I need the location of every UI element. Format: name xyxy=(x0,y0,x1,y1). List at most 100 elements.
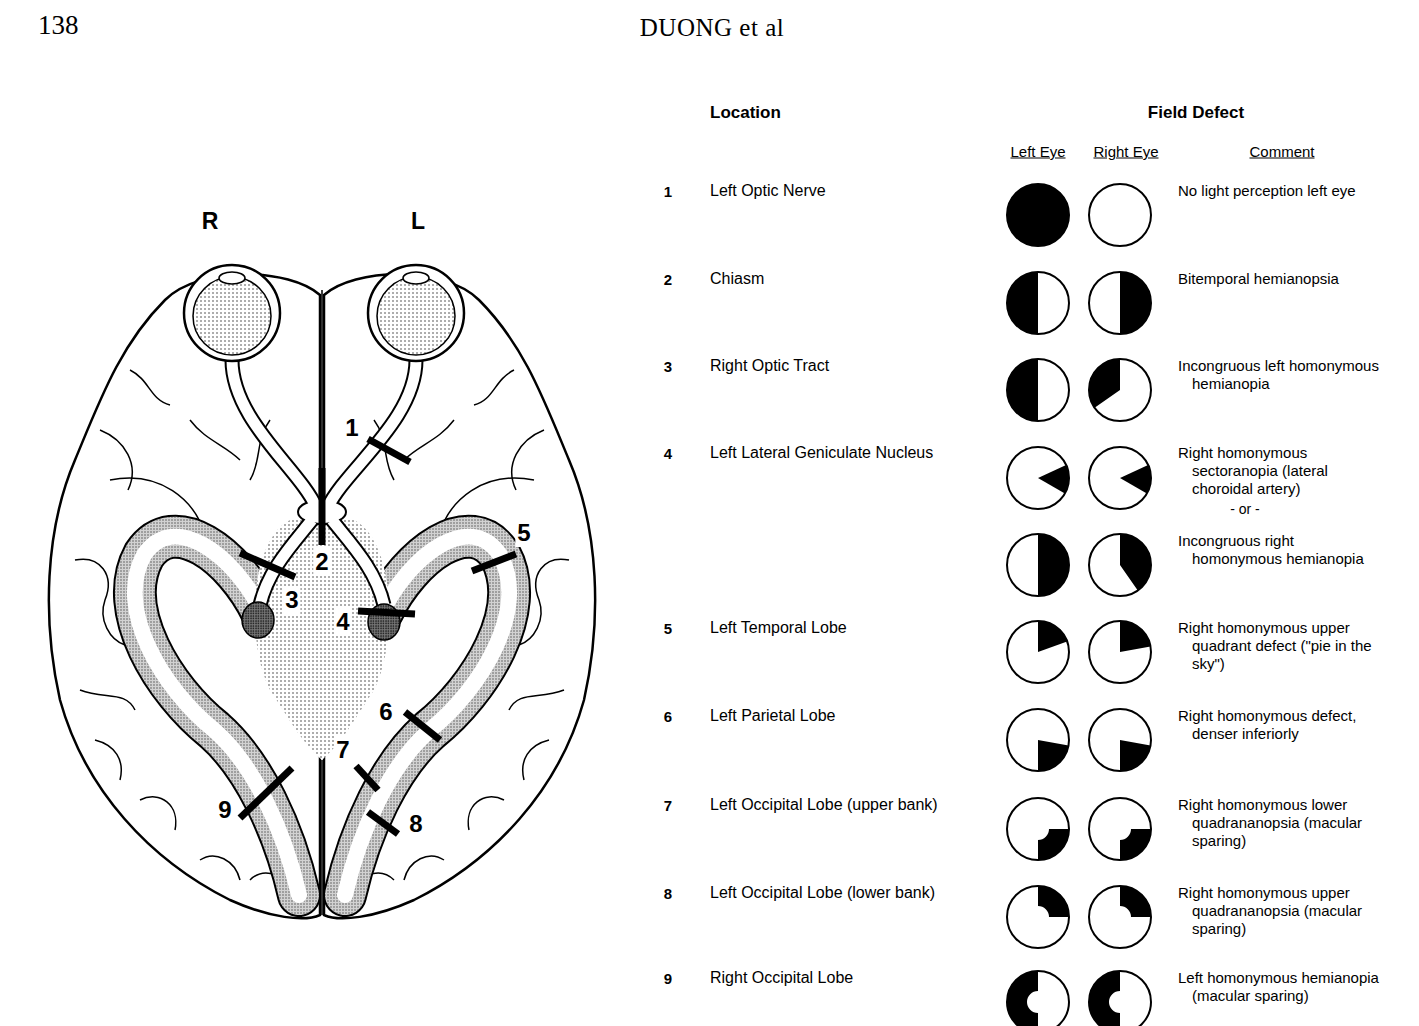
field-ground xyxy=(1089,798,1151,860)
field-ground xyxy=(1007,886,1069,948)
page-number: 138 xyxy=(38,10,79,41)
field-defect xyxy=(1120,465,1151,494)
lesion-bar xyxy=(368,439,410,462)
visual-field xyxy=(1007,798,1069,860)
field-defect xyxy=(1089,359,1120,408)
eye-lens xyxy=(403,272,429,284)
gyrus-line xyxy=(404,420,454,460)
lesion-bar xyxy=(240,768,292,818)
field-ground xyxy=(1007,534,1069,596)
field-outline xyxy=(1007,272,1069,334)
field-ground xyxy=(1007,272,1069,334)
lesion-bar xyxy=(319,468,326,545)
optic-pathway-outline xyxy=(232,360,316,507)
field-ground xyxy=(1089,359,1151,421)
defect-comment: Right homonymous upper quadrant defect (… xyxy=(1178,619,1382,673)
lesion-location: Left Optic Nerve xyxy=(710,181,826,201)
row-number: 3 xyxy=(664,358,672,375)
field-outline xyxy=(1089,798,1151,860)
field-outline xyxy=(1007,447,1069,509)
field-ground xyxy=(1007,971,1069,1026)
optic-pathway-outline xyxy=(328,360,416,507)
visual-field xyxy=(1007,621,1069,683)
defect-comment: Bitemporal hemianopsia xyxy=(1178,270,1382,288)
visual-field xyxy=(1089,447,1151,509)
gyrus-line xyxy=(140,797,176,830)
row-number: 4 xyxy=(664,445,672,462)
lesion-bar xyxy=(368,812,398,834)
gyrus-line xyxy=(509,690,564,710)
gyrus-line xyxy=(523,740,549,780)
row-number: 6 xyxy=(664,708,672,725)
gyrus-line xyxy=(404,856,444,880)
gyrus-line xyxy=(512,430,544,490)
visual-field xyxy=(1007,534,1069,596)
callout-number: 1 xyxy=(343,414,360,442)
visual-field xyxy=(1007,709,1069,771)
visual-field xyxy=(1007,447,1069,509)
field-outline xyxy=(1089,709,1151,771)
row-number: 1 xyxy=(664,183,672,200)
callout-number: 3 xyxy=(283,586,300,614)
field-outline xyxy=(1089,359,1151,421)
field-outline xyxy=(1007,621,1069,683)
lesion-location: Left Occipital Lobe (lower bank) xyxy=(710,883,935,903)
visual-field xyxy=(1007,184,1069,246)
lesion-bar xyxy=(356,766,378,790)
callout-number: 9 xyxy=(216,796,233,824)
lesion-location: Left Parietal Lobe xyxy=(710,706,835,726)
visual-field xyxy=(1089,709,1151,771)
eye-globe xyxy=(193,277,271,355)
field-defect xyxy=(1038,534,1069,596)
field-outline xyxy=(1089,447,1151,509)
field-ground xyxy=(1007,798,1069,860)
lesion-location: Right Occipital Lobe xyxy=(710,968,853,988)
callout-number: 2 xyxy=(313,548,330,576)
defect-comment: Right homonymous lower quadrananopsia (m… xyxy=(1178,796,1382,850)
field-ground xyxy=(1089,886,1151,948)
visual-field xyxy=(1089,798,1151,860)
field-ground xyxy=(1007,709,1069,771)
lesion-location: Left Lateral Geniculate Nucleus xyxy=(710,443,933,463)
defect-comment: Incongruous left homonymous hemianopia xyxy=(1178,357,1382,393)
defect-comment: Right homonymous defect, denser inferior… xyxy=(1178,707,1382,743)
callout-number: 6 xyxy=(377,698,394,726)
lateral-geniculate xyxy=(242,602,274,638)
field-outline xyxy=(1007,184,1069,246)
eye-orbit xyxy=(368,265,464,361)
visual-field xyxy=(1089,886,1151,948)
defect-comment: No light perception left eye xyxy=(1178,182,1419,200)
field-ground xyxy=(1089,272,1151,334)
eye-globe xyxy=(377,277,455,355)
field-defect xyxy=(1007,359,1038,421)
column-header: Field Defect xyxy=(1148,103,1244,123)
field-ground xyxy=(1089,971,1151,1026)
field-defect-charts xyxy=(1007,184,1151,1026)
gyrus-line xyxy=(95,740,121,780)
gyrus-line xyxy=(190,420,240,460)
field-outline xyxy=(1007,359,1069,421)
alternative-marker: - or - xyxy=(1230,501,1260,517)
field-ground xyxy=(1007,184,1069,246)
optic-pathway xyxy=(232,360,316,507)
lesion-location: Left Temporal Lobe xyxy=(710,618,847,638)
eye-orbit xyxy=(184,265,280,361)
defect-comment: Left homonymous hemianopia (macular spar… xyxy=(1178,969,1382,1005)
visual-field xyxy=(1089,359,1151,421)
side-label: L xyxy=(411,208,425,235)
lesion-location: Right Optic Tract xyxy=(710,356,829,376)
visual-field xyxy=(1089,272,1151,334)
midline xyxy=(321,760,323,915)
visual-field xyxy=(1007,359,1069,421)
row-number: 9 xyxy=(664,970,672,987)
field-outline xyxy=(1089,184,1151,246)
field-ground xyxy=(1089,184,1151,246)
field-ground xyxy=(1007,621,1069,683)
gyrus-line xyxy=(100,430,132,490)
lesion-bar xyxy=(472,554,516,571)
visual-field xyxy=(1089,621,1151,683)
optic-pathway-outline xyxy=(332,520,384,605)
eye-lens xyxy=(219,272,245,284)
brain-illustration xyxy=(49,265,595,918)
